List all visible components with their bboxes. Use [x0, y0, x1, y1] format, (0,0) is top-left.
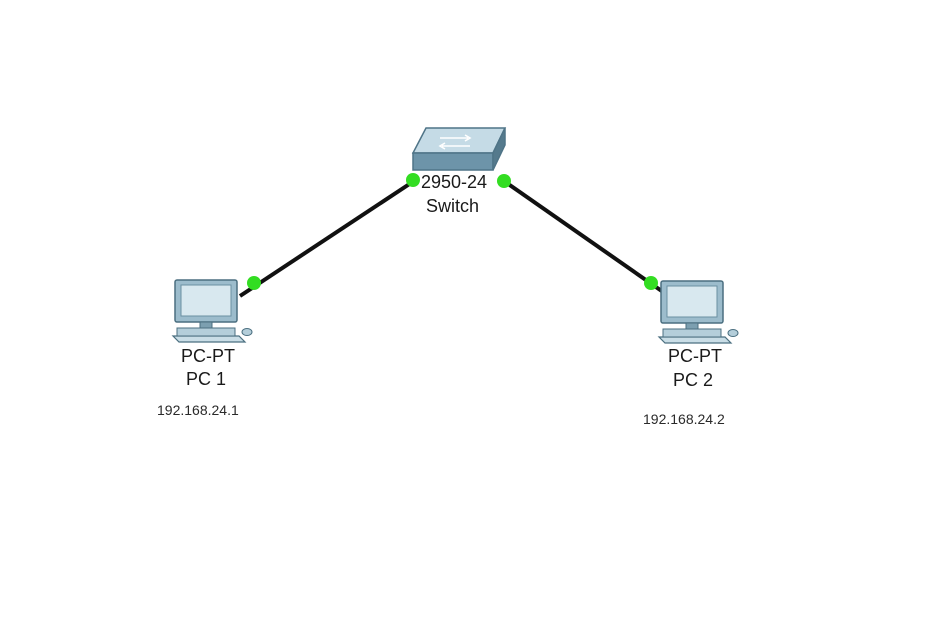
pc-icon[interactable]: [171, 279, 253, 343]
link-status-dot: [644, 276, 658, 290]
link-status-dot: [406, 173, 420, 187]
switch-model-label: 2950-24: [421, 172, 488, 192]
pc1-type-label: PC-PT: [181, 346, 235, 366]
pc1-ip-label: 192.168.24.1: [157, 402, 239, 418]
link-pc1-switch[interactable]: [238, 179, 416, 298]
pc-icon[interactable]: [657, 280, 739, 344]
pc2-type-label: PC-PT: [668, 346, 722, 366]
switch-name-label: Switch: [426, 196, 480, 216]
link-pc2-switch[interactable]: [502, 179, 668, 296]
pc2-ip-label: 192.168.24.2: [643, 411, 725, 427]
link-status-dot: [247, 276, 261, 290]
pc2-name-label: PC 2: [673, 370, 714, 390]
link-status-dot: [497, 174, 511, 188]
pc1-name-label: PC 1: [186, 369, 227, 389]
switch-icon[interactable]: [411, 127, 507, 171]
